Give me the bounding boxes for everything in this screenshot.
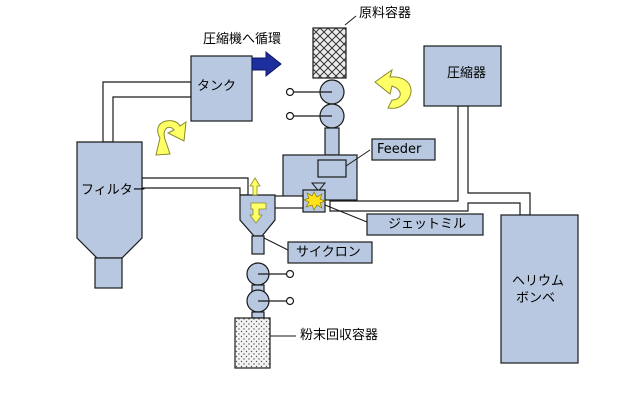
feeder-label-box xyxy=(371,138,436,161)
helium-label-line2: ボンベ xyxy=(516,291,556,306)
jet-mill-leader xyxy=(324,204,368,223)
filter-label: フィルター xyxy=(81,183,146,198)
compressor-label: 圧縮器 xyxy=(447,66,487,81)
tank-label: タンク xyxy=(197,79,237,94)
cyclone-label-box xyxy=(287,241,373,264)
pipe-filter-cyclone xyxy=(141,177,249,196)
yellow-up-arrow-icon xyxy=(249,177,261,196)
spark-icon xyxy=(303,191,326,211)
yellow-down-arrow-icon xyxy=(249,202,267,224)
raw-material-container xyxy=(312,27,347,79)
yellow-recirculate-arrow-left-icon xyxy=(155,120,187,156)
compressor-return-label: 圧縮機へ循環 xyxy=(203,32,282,47)
feeder-leader xyxy=(345,149,371,167)
jet-mill-label-box xyxy=(366,213,484,236)
jet-mill-nozzle xyxy=(310,182,327,192)
filter-unit xyxy=(76,141,143,289)
tank-box xyxy=(190,55,253,122)
filter-body xyxy=(76,141,143,259)
filter-outlet xyxy=(94,257,123,289)
helium-cylinder xyxy=(500,214,579,364)
raw-material-leader xyxy=(344,15,357,26)
helium-label-line1: ヘリウム xyxy=(512,274,565,289)
yellow-recirculate-arrow-right-icon xyxy=(374,68,412,109)
cyclone-label: サイクロン xyxy=(296,245,361,260)
feeder-label: Feeder xyxy=(377,142,422,157)
compressor-box xyxy=(423,45,502,107)
pipes xyxy=(102,81,531,216)
feed-valves xyxy=(285,79,345,156)
jet-mill-label: ジェットミル xyxy=(388,217,467,232)
raw-material-label: 原料容器 xyxy=(359,6,412,21)
blue-arrow-icon xyxy=(251,50,282,78)
pipe-compressor-jetmill xyxy=(329,105,531,216)
feeder-box xyxy=(317,159,347,178)
powder-collection-container xyxy=(234,317,271,369)
cyclone-leader xyxy=(263,237,289,251)
powder-collection-label: 粉末回収容器 xyxy=(300,328,379,343)
collection-valves xyxy=(246,262,295,319)
